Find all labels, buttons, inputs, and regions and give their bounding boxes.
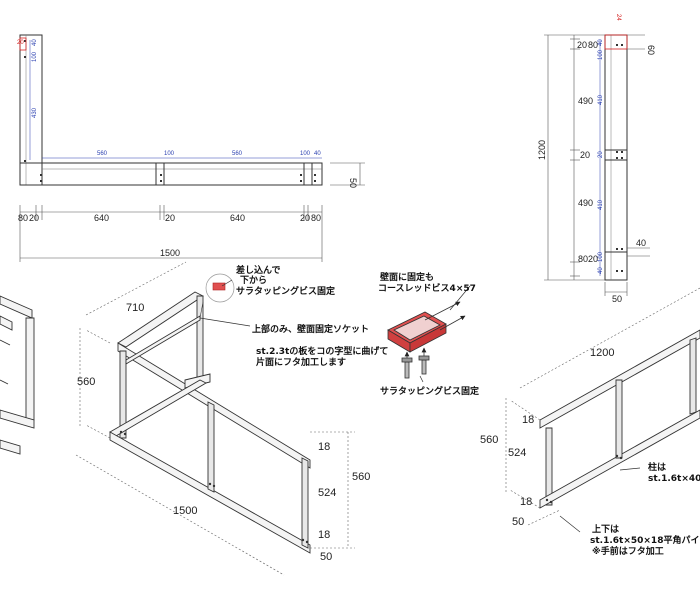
plan-labels: 80 20 640 20 640 20 80 1500 50 430 560 1…	[17, 39, 358, 258]
plan-dim-total: 1500	[160, 248, 180, 258]
side-inner-410a: 410	[598, 94, 604, 105]
side-view	[544, 34, 650, 296]
side-dim-20: 20	[580, 150, 590, 160]
iso-l-50: 50	[320, 551, 332, 563]
plan-top-socket	[19, 37, 27, 51]
note-wall-1: 壁面に固定も	[380, 271, 434, 283]
plan-dim-20c: 20	[300, 213, 310, 223]
side-top-red-24: 24	[615, 14, 621, 21]
socket-icon	[212, 282, 226, 291]
iso-s-524: 524	[508, 447, 526, 459]
plan-dim-430: 430	[32, 107, 38, 118]
iso-s-18-bottom: 18	[520, 496, 532, 508]
plan-dim-20a: 20	[29, 213, 39, 223]
plan-view	[19, 34, 365, 262]
side-inner-100b: 100	[598, 251, 604, 262]
iso-l-710: 710	[126, 302, 144, 314]
plan-detail-100b: 100	[300, 151, 311, 157]
plan-dim-height: 50	[348, 178, 358, 188]
note-wall-2: コースレッドビス4×57	[378, 282, 476, 294]
side-right-40: 40	[636, 238, 646, 248]
iso-l-frame	[75, 261, 355, 576]
plan-dim-640a: 640	[94, 213, 109, 223]
socket-callout-circle	[205, 273, 235, 303]
iso-l-18-bottom: 18	[318, 529, 330, 541]
note-column-1: 柱は	[648, 461, 666, 473]
socket-detail	[199, 273, 235, 319]
note-insert-2: 下から	[240, 275, 267, 286]
iso-l-18-top: 18	[318, 441, 330, 453]
side-dim-20b: 20	[588, 254, 598, 264]
plan-top-100: 100	[32, 51, 38, 62]
side-height-total: 1200	[537, 140, 547, 160]
iso-s-560: 560	[480, 434, 498, 446]
side-inner-410b: 410	[598, 199, 604, 210]
side-top-60: 60	[646, 45, 656, 55]
iso-s-18-top: 18	[522, 414, 534, 426]
plan-detail-560b: 560	[232, 151, 243, 157]
iso-l-1500: 1500	[173, 505, 197, 517]
plan-dim-20b: 20	[165, 213, 175, 223]
note-rail-2: st.1.6t×50×18平角パイ	[590, 534, 699, 546]
side-labels: 20 80 490 20 490 80 20 1200 50 60 40 24 …	[537, 14, 656, 304]
side-top-socket	[604, 34, 628, 50]
note-insert-1: 差し込んで	[236, 264, 281, 276]
note-insert-3: サラタッピングビス固定	[236, 285, 336, 297]
note-tapping: サラタッピングビス固定	[380, 385, 480, 397]
plan-joint-2	[303, 162, 313, 186]
leader-lines	[199, 279, 641, 533]
socket-part	[387, 301, 466, 379]
note-rail-3: ※手前はフタ加工	[592, 545, 664, 557]
side-dim-490a: 490	[578, 96, 593, 106]
side-dim-490b: 490	[578, 198, 593, 208]
iso-l-labels: 710 560 1500 18 524 560 18 50	[77, 302, 370, 563]
side-dim-80a: 80	[588, 40, 598, 50]
iso-l-560-right: 560	[352, 471, 370, 483]
iso-straight-labels: 1200 560 18 524 18 50	[480, 347, 614, 528]
plan-dim-80a: 80	[18, 213, 28, 223]
side-dim-80b: 80	[578, 254, 588, 264]
plan-top-40: 40	[32, 39, 38, 46]
side-inner-40b: 40	[598, 267, 604, 274]
note-plate-2: 片面にフタ加工します	[256, 356, 346, 368]
iso-l-560: 560	[77, 376, 95, 388]
note-column-2: st.1.6t×40	[648, 474, 700, 484]
note-rail-1: 上下は	[592, 523, 619, 535]
side-dim-20a: 20	[577, 40, 587, 50]
side-width: 50	[612, 294, 622, 304]
plan-dim-80b: 80	[311, 213, 321, 223]
iso-s-50: 50	[512, 516, 524, 528]
side-inner-20: 20	[598, 151, 604, 158]
plan-dim-640b: 640	[230, 213, 245, 223]
iso-s-1200: 1200	[590, 347, 614, 359]
note-plate-1: st.2.3tの板をコの字型に曲げて	[256, 345, 388, 357]
side-inner-40a: 40	[598, 39, 604, 46]
annotation-notes: 差し込んで 下から サラタッピングビス固定 上部のみ、壁面固定ソケット st.2…	[236, 264, 700, 557]
side-inner-100a: 100	[598, 49, 604, 60]
plan-detail-100a: 100	[164, 151, 175, 157]
plan-joint-1	[155, 162, 165, 186]
plan-detail-40: 40	[314, 151, 321, 157]
plan-top-20: 20	[17, 40, 24, 46]
note-socket: 上部のみ、壁面固定ソケット	[252, 323, 369, 335]
iso-straight-frame	[505, 287, 700, 526]
plan-detail-560a: 560	[97, 151, 108, 157]
partial-frame-left	[0, 295, 35, 455]
plan-horizontal-rail	[19, 162, 323, 186]
iso-l-524: 524	[318, 487, 336, 499]
